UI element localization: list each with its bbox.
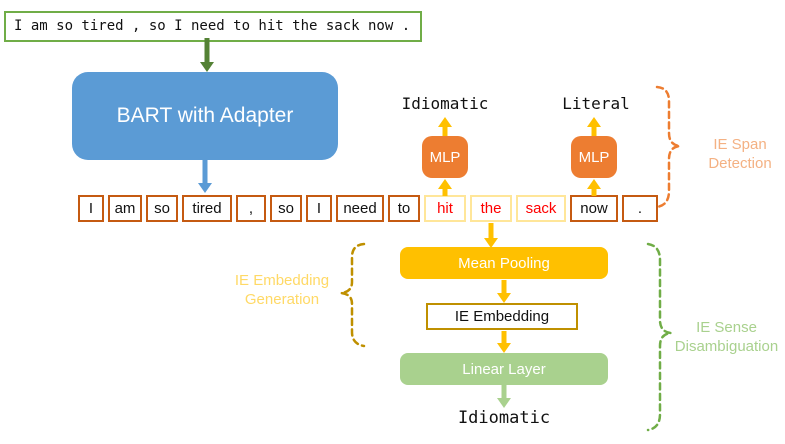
arrow-shaft	[501, 280, 507, 294]
arrow-head	[497, 343, 511, 353]
token-2: so	[146, 195, 178, 222]
token-11: sack	[516, 195, 566, 222]
embedding-generation-label-line2: Generation	[244, 291, 320, 308]
arrow-mlp-to-literal-icon	[587, 117, 601, 136]
arrow-head	[198, 183, 212, 193]
span-detection-brace-icon	[655, 85, 681, 209]
sense-disambiguation-label-line2: Disambiguation	[674, 338, 779, 355]
idiomatic-label: Idiomatic	[401, 94, 489, 113]
arrow-head	[497, 398, 511, 408]
embedding-generation-label-line1: IE Embedding	[234, 272, 330, 289]
token-3: tired	[182, 195, 232, 222]
token-13: .	[622, 195, 658, 222]
input-sentence-box: I am so tired , so I need to hit the sac…	[4, 11, 422, 42]
span-detection-label-line2: Detection	[708, 155, 772, 172]
arrow-mlp-to-idiomatic-icon	[438, 117, 452, 136]
sense-disambiguation-label: IE Sense Disambiguation	[668, 318, 785, 356]
token-7: need	[336, 195, 384, 222]
arrow-shaft	[591, 188, 597, 196]
literal-label: Literal	[562, 94, 630, 113]
arrow-head	[200, 62, 214, 72]
arrow-head	[497, 293, 511, 303]
token-0: I	[78, 195, 104, 222]
arrow-head	[587, 117, 601, 127]
arrow-linear-to-output-icon	[497, 385, 511, 408]
mean-pooling-box: Mean Pooling	[400, 247, 608, 279]
sense-disambiguation-brace-icon	[646, 242, 672, 432]
mlp-literal-box: MLP	[571, 136, 617, 178]
mlp-idiomatic-box: MLP	[422, 136, 468, 178]
arrow-shaft	[204, 38, 210, 63]
token-10: the	[470, 195, 512, 222]
arrow-head	[587, 179, 601, 189]
token-1: am	[108, 195, 142, 222]
token-8: to	[388, 195, 420, 222]
arrow-shaft	[442, 188, 448, 196]
sense-disambiguation-label-line1: IE Sense	[696, 319, 757, 336]
embedding-generation-brace-icon	[340, 242, 366, 348]
output-idiomatic-label: Idiomatic	[457, 408, 551, 428]
arrow-shaft	[202, 160, 208, 184]
bart-adapter-box: BART with Adapter	[72, 72, 338, 160]
arrow-shaft	[501, 385, 507, 399]
ie-embedding-box: IE Embedding	[426, 303, 578, 330]
arrow-now-to-mlp-icon	[587, 179, 601, 196]
arrow-the-to-meanpooling-icon	[484, 223, 498, 248]
token-6: I	[306, 195, 332, 222]
token-5: so	[270, 195, 302, 222]
arrow-head	[438, 117, 452, 127]
span-detection-label-line1: IE Span	[713, 136, 767, 153]
arrow-shaft	[591, 126, 597, 136]
token-4: ,	[236, 195, 266, 222]
arrow-input-to-bart-icon	[200, 38, 214, 72]
arrow-bart-to-tokens-icon	[198, 160, 212, 193]
arrow-shaft	[488, 223, 494, 239]
arrow-hit-to-mlp-icon	[438, 179, 452, 196]
linear-layer-box: Linear Layer	[400, 353, 608, 385]
token-9: hit	[424, 195, 466, 222]
arrow-head	[438, 179, 452, 189]
arrow-meanpooling-to-embedding-icon	[497, 280, 511, 303]
arrow-head	[484, 238, 498, 248]
span-detection-label: IE Span Detection	[695, 135, 785, 173]
token-12: now	[570, 195, 618, 222]
arrow-embedding-to-linear-icon	[497, 331, 511, 353]
arrow-shaft	[501, 331, 507, 344]
embedding-generation-label: IE Embedding Generation	[226, 271, 338, 309]
arrow-shaft	[442, 126, 448, 136]
